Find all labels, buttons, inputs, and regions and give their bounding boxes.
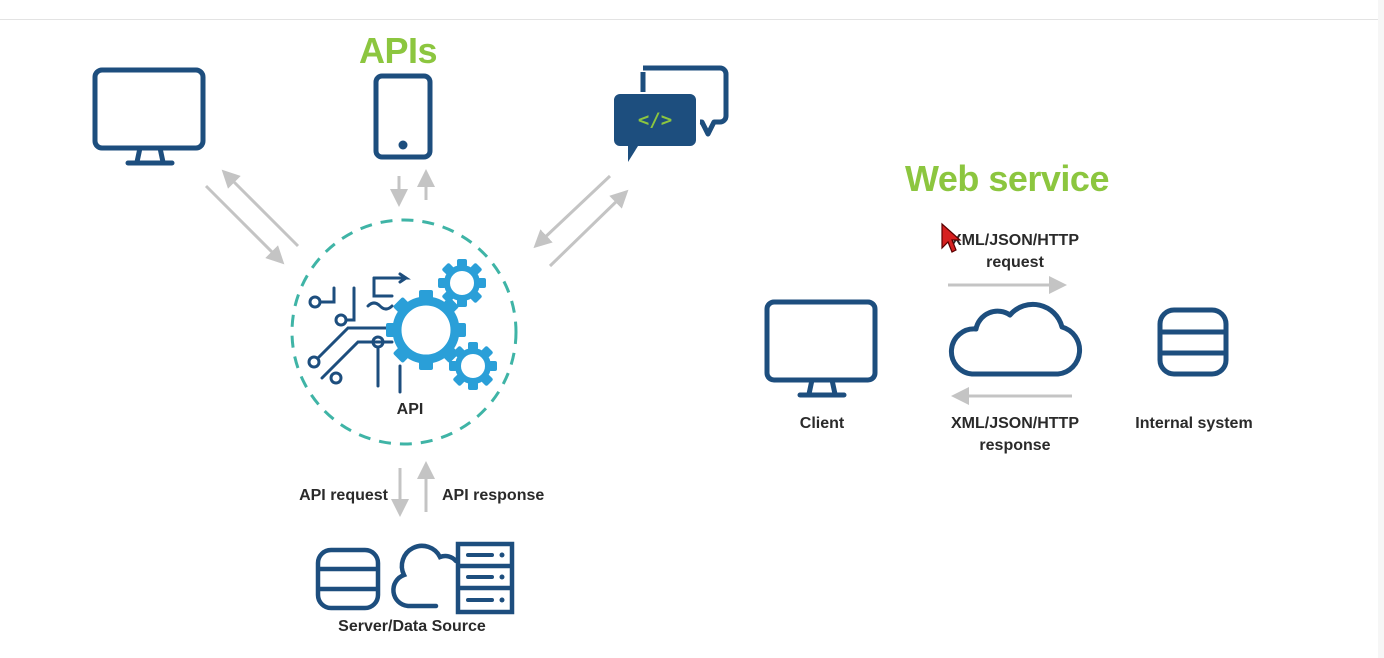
api-gears-icon [290,218,518,446]
internal-system-label: Internal system [1135,415,1253,432]
smartphone-icon [373,73,433,160]
database-icon [315,547,381,611]
chat-code-icon: </> [614,65,729,162]
cloud-service-icon [948,301,1083,377]
server-data-source-label: Server/Data Source [338,618,486,635]
api-response-label: API response [442,487,545,504]
mouse-cursor-icon [941,222,962,253]
top-divider [0,19,1384,20]
request-label-line1: XML/JSON/HTTP [950,232,1079,249]
desktop-monitor-icon [92,67,206,166]
code-symbol: </> [638,109,672,131]
cloud-icon [391,543,459,609]
right-edge-strip [1378,0,1384,658]
response-label: XML/JSON/HTTP response [915,413,1115,457]
request-label-line2: request [986,254,1044,271]
web-service-title: Web service [905,158,1109,199]
client-monitor-icon [764,299,878,398]
internal-database-icon [1157,307,1229,377]
response-label-line2: response [979,437,1051,454]
request-label: XML/JSON/HTTP request [915,230,1115,274]
response-label-line1: XML/JSON/HTTP [950,415,1079,432]
client-label: Client [799,415,845,432]
apis-title: APIs [359,30,438,71]
api-label: API [396,401,424,418]
server-rack-icon [455,541,515,615]
api-request-label: API request [299,487,388,504]
